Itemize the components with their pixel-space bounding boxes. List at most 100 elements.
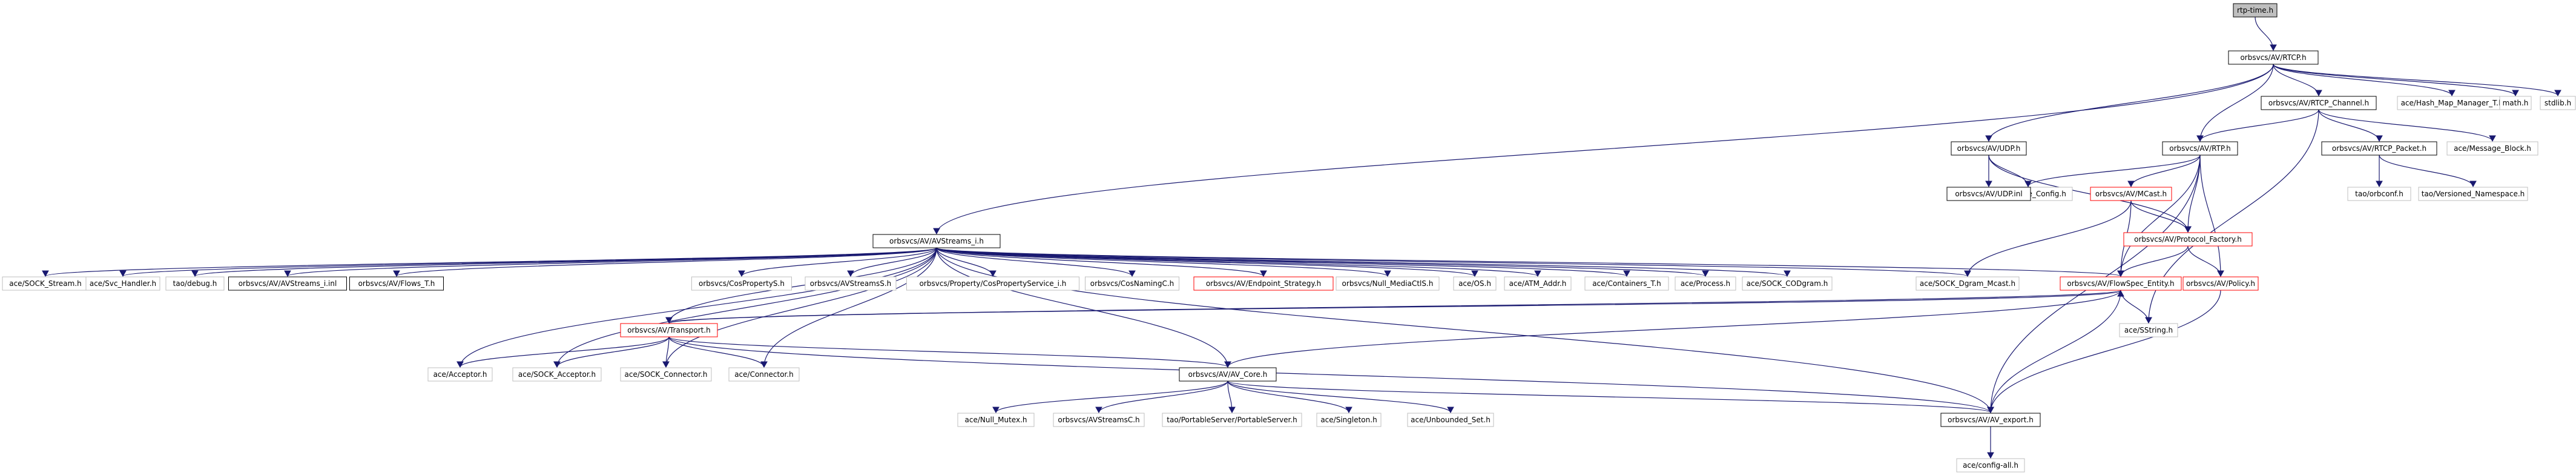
node-label: ace/Acceptor.h bbox=[433, 370, 487, 379]
node-flowspec-entity[interactable]: orbsvcs/AV/FlowSpec_Entity.h bbox=[2060, 276, 2182, 291]
arrowhead-avstreams_i-endpoint_strategy bbox=[1260, 270, 1267, 277]
node-cosproperty-i[interactable]: orbsvcs/Property/CosPropertyService_i.h bbox=[906, 276, 1079, 291]
arrowhead-av_core-av_export bbox=[1987, 407, 1994, 414]
edge-avstreams_i-avstreams_s bbox=[850, 247, 937, 277]
node-box bbox=[85, 276, 160, 291]
edge-transport_h-av_export bbox=[668, 336, 1991, 413]
node-box bbox=[1162, 413, 1302, 427]
node-null-mediactl[interactable]: orbsvcs/Null_MediaCtlS.h bbox=[1336, 276, 1440, 291]
node-box bbox=[2119, 323, 2178, 337]
arrowhead-rtcp_channel-rtp_h bbox=[2196, 135, 2204, 142]
node-null-mutex[interactable]: ace/Null_Mutex.h bbox=[957, 413, 1035, 427]
node-avstreams-i-inl[interactable]: orbsvcs/AV/AVStreams_i.inl bbox=[228, 276, 347, 291]
node-box bbox=[1584, 276, 1669, 291]
node-tao-debug[interactable]: tao/debug.h bbox=[165, 276, 225, 291]
node-sock-acceptor[interactable]: ace/SOCK_Acceptor.h bbox=[512, 367, 602, 382]
arrowhead-avstreams_i-svc_handler bbox=[119, 270, 127, 277]
node-rtcp-channel[interactable]: orbsvcs/AV/RTCP_Channel.h bbox=[2261, 96, 2377, 110]
node-rtp-time[interactable]: rtp-time.h bbox=[2233, 3, 2278, 18]
node-containers-t[interactable]: ace/Containers_T.h bbox=[1584, 276, 1669, 291]
edge-avstreams_i-sock_acceptor bbox=[556, 247, 937, 368]
edge-flowspec_entity-av_export bbox=[1990, 290, 2121, 413]
edge-rtcp_h-avstreams_i bbox=[936, 64, 2274, 234]
edge-avstreams_i-flowspec_entity bbox=[936, 247, 2121, 277]
node-atm-addr[interactable]: ace/ATM_Addr.h bbox=[1504, 276, 1572, 291]
node-box bbox=[2162, 141, 2238, 156]
node-box bbox=[427, 367, 493, 382]
edge-avstreams_i-sock_codgram bbox=[936, 247, 1788, 277]
node-flows-t[interactable]: orbsvcs/AV/Flows_T.h bbox=[349, 276, 444, 291]
node-message-block[interactable]: ace/Message_Block.h bbox=[2446, 141, 2538, 156]
edge-rtcp_h-rtp_h bbox=[2199, 64, 2274, 142]
node-box bbox=[165, 276, 225, 291]
node-acceptor[interactable]: ace/Acceptor.h bbox=[427, 367, 493, 382]
edge-avstreams_i-av_core bbox=[936, 247, 1228, 368]
node-label: ace/Singleton.h bbox=[1320, 416, 1377, 424]
node-box bbox=[1940, 413, 2041, 427]
node-label: orbsvcs/AV/AVStreams_i.h bbox=[889, 237, 984, 245]
node-av-export[interactable]: orbsvcs/AV/AV_export.h bbox=[1940, 413, 2041, 427]
arrowhead-rtcp_h-hash_map bbox=[2448, 90, 2456, 97]
node-unbounded-set[interactable]: ace/Unbounded_Set.h bbox=[1407, 413, 1494, 427]
node-ace-os[interactable]: ace/OS.h bbox=[1453, 276, 1497, 291]
edge-avstreams_i-av_export bbox=[936, 247, 1991, 413]
arrowhead-avstreams_i-sock_stream bbox=[42, 270, 49, 277]
node-rtcp-packet[interactable]: orbsvcs/AV/RTCP_Packet.h bbox=[2321, 141, 2437, 156]
node-cosproperty-s[interactable]: orbsvcs/CosPropertyS.h bbox=[691, 276, 792, 291]
node-protocol-factory[interactable]: orbsvcs/AV/Protocol_Factory.h bbox=[2123, 232, 2253, 247]
node-box bbox=[1193, 276, 1334, 291]
node-transport-h[interactable]: orbsvcs/AV/Transport.h bbox=[620, 323, 718, 337]
node-box bbox=[1316, 413, 1382, 427]
node-versioned-ns[interactable]: tao/Versioned_Namespace.h bbox=[2418, 187, 2528, 201]
edge-mcast_h-sock_dgram_mcast bbox=[1967, 200, 2132, 277]
arrowhead-avstreams_i-flowspec_entity bbox=[2117, 270, 2124, 277]
node-label: orbsvcs/AVStreamsC.h bbox=[1058, 416, 1139, 424]
node-label: orbsvcs/AV/UDP.h bbox=[1957, 144, 2021, 153]
edge-flowspec_entity-transport_h bbox=[668, 290, 2121, 324]
edge-avstreams_i-acceptor bbox=[460, 247, 937, 368]
node-label: math.h bbox=[2503, 99, 2529, 107]
node-rtcp-h[interactable]: orbsvcs/AV/RTCP.h bbox=[2228, 50, 2319, 65]
edge-av_core-av_export bbox=[1227, 380, 1991, 413]
arrowhead-transport_h-sock_connector bbox=[662, 361, 670, 368]
node-svc-handler[interactable]: ace/Svc_Handler.h bbox=[85, 276, 160, 291]
node-udp-inl[interactable]: orbsvcs/AV/UDP.inl bbox=[1946, 187, 2031, 201]
arrowhead-av_core-avstreams_c bbox=[1095, 407, 1102, 414]
node-sock-stream[interactable]: ace/SOCK_Stream.h bbox=[2, 276, 89, 291]
edge-transport_h-sock_acceptor bbox=[556, 336, 670, 368]
node-label: orbsvcs/Null_MediaCtlS.h bbox=[1342, 279, 1434, 288]
node-label: orbsvcs/AV/RTCP.h bbox=[2240, 53, 2306, 62]
node-hash-map[interactable]: ace/Hash_Map_Manager_T.h bbox=[2397, 96, 2507, 110]
node-rtp-h[interactable]: orbsvcs/AV/RTP.h bbox=[2162, 141, 2238, 156]
node-portableserver[interactable]: tao/PortableServer/PortableServer.h bbox=[1162, 413, 1302, 427]
node-stdlib-h[interactable]: stdlib.h bbox=[2540, 96, 2576, 110]
node-process-h[interactable]: ace/Process.h bbox=[1675, 276, 1736, 291]
arrowhead-av_core-null_mutex bbox=[992, 407, 1000, 414]
node-av-core[interactable]: orbsvcs/AV/AV_Core.h bbox=[1179, 367, 1277, 382]
node-sock-connector[interactable]: ace/SOCK_Connector.h bbox=[620, 367, 712, 382]
edge-protocol_factory-flowspec_entity bbox=[2120, 245, 2189, 277]
node-endpoint-strategy[interactable]: orbsvcs/AV/Endpoint_Strategy.h bbox=[1193, 276, 1334, 291]
edge-rtcp_h-hash_map bbox=[2273, 64, 2452, 96]
node-box bbox=[349, 276, 444, 291]
node-avstreams-c[interactable]: orbsvcs/AVStreamsC.h bbox=[1053, 413, 1145, 427]
node-sock-codgram[interactable]: ace/SOCK_CODgram.h bbox=[1742, 276, 1833, 291]
arrowhead-avstreams_i-containers_t bbox=[1623, 270, 1630, 277]
node-udp-h[interactable]: orbsvcs/AV/UDP.h bbox=[1951, 141, 2027, 156]
node-math-h[interactable]: math.h bbox=[2499, 96, 2532, 110]
node-policy-h[interactable]: orbsvcs/AV/Policy.h bbox=[2182, 276, 2259, 291]
node-config-all[interactable]: ace/config-all.h bbox=[1956, 458, 2025, 473]
node-connector[interactable]: ace/Connector.h bbox=[728, 367, 800, 382]
node-sock-dgram-mcast[interactable]: ace/SOCK_Dgram_Mcast.h bbox=[1916, 276, 2020, 291]
arrowhead-avstreams_i-cosproperty_s bbox=[738, 270, 745, 277]
edge-avstreams_i-tao_debug bbox=[194, 247, 937, 277]
node-orbconf[interactable]: tao/orbconf.h bbox=[2347, 187, 2411, 201]
node-sstring[interactable]: ace/SString.h bbox=[2119, 323, 2178, 337]
node-mcast-h[interactable]: orbsvcs/AV/MCast.h bbox=[2090, 187, 2172, 201]
node-singleton[interactable]: ace/Singleton.h bbox=[1316, 413, 1382, 427]
arrowhead-rtcp_packet-orbconf bbox=[2376, 181, 2383, 188]
node-avstreams-s[interactable]: orbsvcs/AVStreamsS.h bbox=[805, 276, 897, 291]
node-avstreams-i[interactable]: orbsvcs/AV/AVStreams_i.h bbox=[872, 234, 1001, 248]
arrowhead-mcast_h-protocol_factory bbox=[2184, 226, 2192, 233]
node-cosnaming-c[interactable]: orbsvcs/CosNamingC.h bbox=[1085, 276, 1179, 291]
